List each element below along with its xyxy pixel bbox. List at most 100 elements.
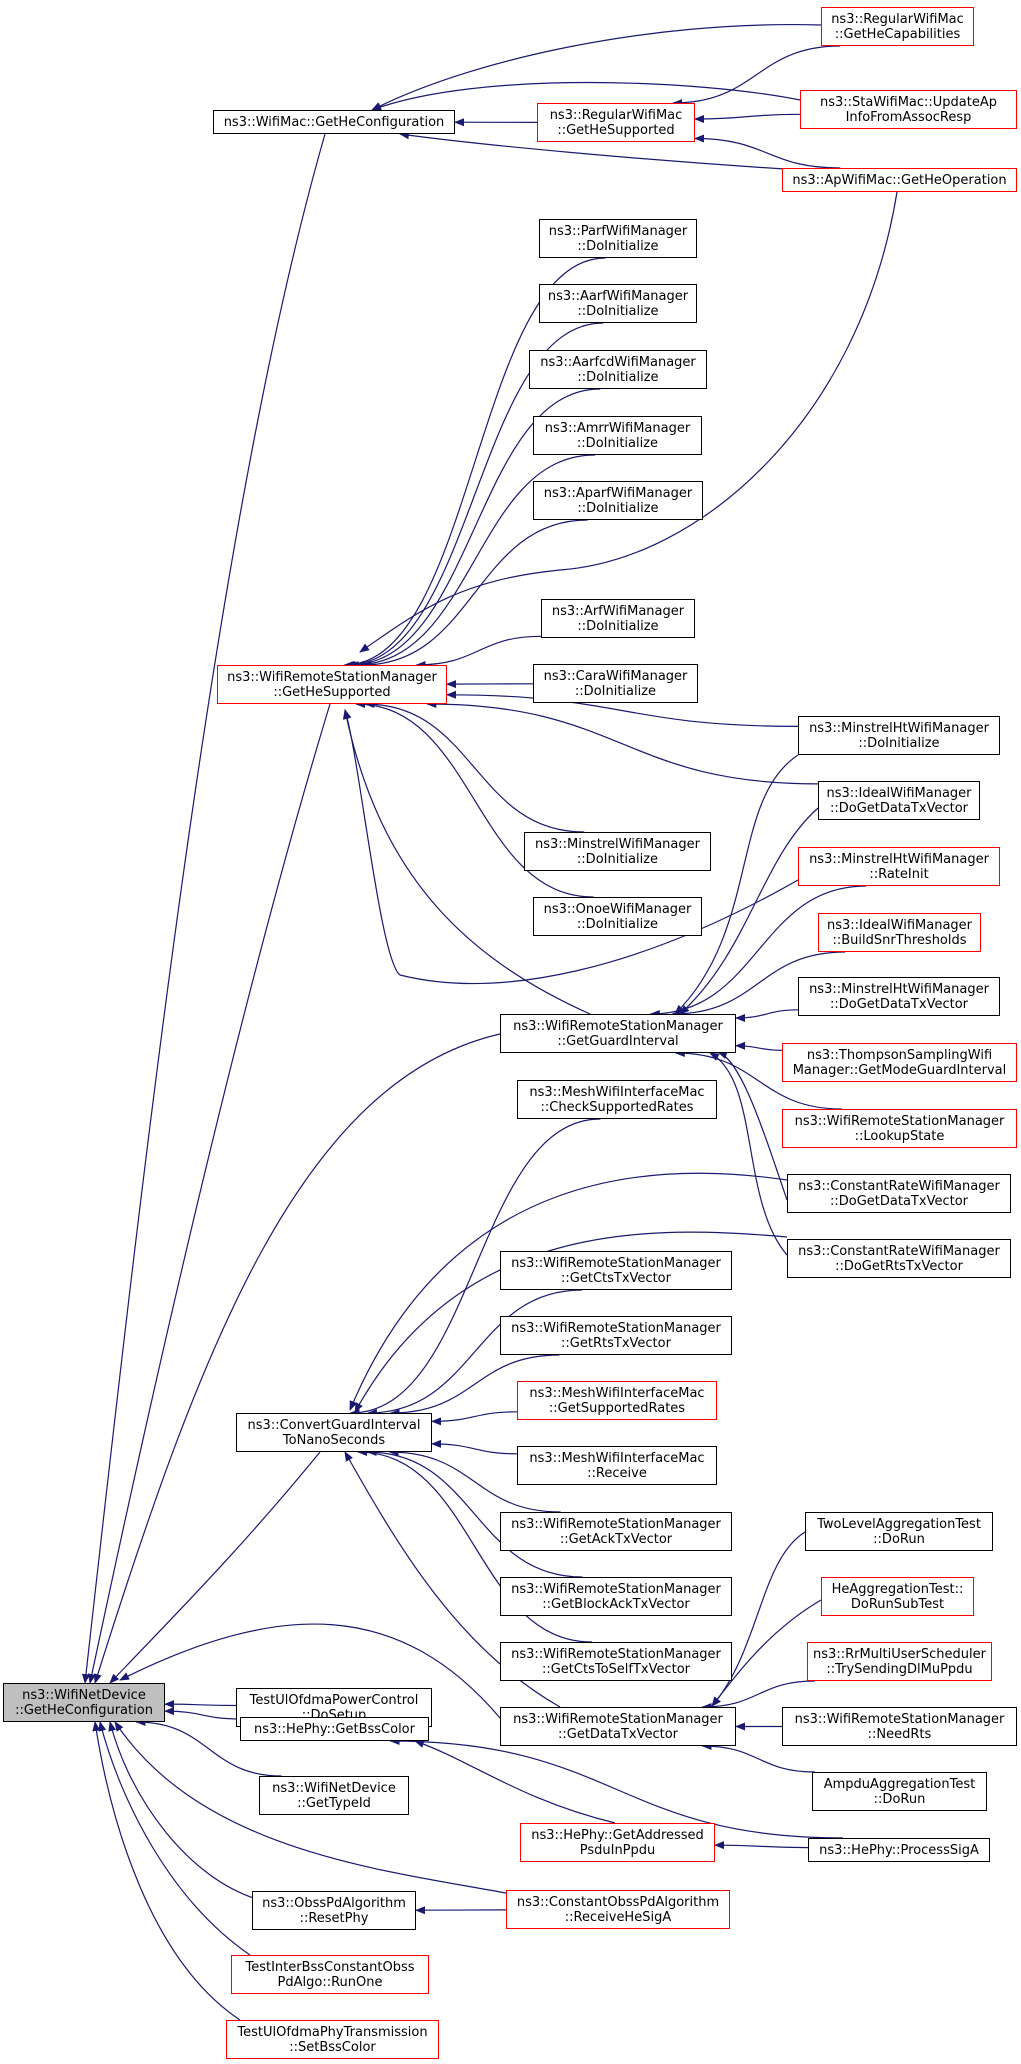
node-label-line: ::GetDataTxVector	[557, 1726, 679, 1742]
node-minstrel-init[interactable]: ns3::MinstrelWifiManager::DoInitialize	[524, 832, 711, 871]
node-label-line: ns3::ApWifiMac::GetHeOperation	[792, 172, 1007, 188]
node-hephy-processsiga[interactable]: ns3::HePhy::ProcessSigA	[808, 1838, 990, 1862]
node-wrsm-getctstoself[interactable]: ns3::WifiRemoteStationManager::GetCtsToS…	[500, 1642, 732, 1681]
node-wrsm-hesup[interactable]: ns3::WifiRemoteStationManager::GetHeSupp…	[217, 665, 447, 704]
node-constrate-getdata[interactable]: ns3::ConstantRateWifiManager::DoGetDataT…	[787, 1174, 1011, 1213]
call-edge-ideal_getdata-to-wrsm_guard	[679, 807, 819, 1015]
node-cara[interactable]: ns3::CaraWifiManager::DoInitialize	[533, 664, 698, 703]
call-edge-ap_heop-to-wrsm_hesup	[359, 191, 898, 653]
node-hephy-bsscolor[interactable]: ns3::HePhy::GetBssColor	[240, 1717, 429, 1741]
node-parf[interactable]: ns3::ParfWifiManager::DoInitialize	[539, 219, 697, 258]
call-edge-minstrelht_init-to-wrsm_hesup	[446, 690, 799, 727]
node-rrmulti[interactable]: ns3::RrMultiUserScheduler::TrySendingDlM…	[807, 1642, 992, 1681]
node-label-line: ::SetBssColor	[289, 2039, 376, 2055]
node-label-line: ns3::AarfcdWifiManager	[540, 354, 696, 370]
node-label-line: ::ResetPhy	[299, 1910, 369, 1926]
node-minstrelht-getdata[interactable]: ns3::MinstrelHtWifiManager::DoGetDataTxV…	[798, 977, 1000, 1016]
node-label-line: ns3::HePhy::GetBssColor	[254, 1721, 415, 1737]
node-label-line: ns3::RegularWifiMac	[831, 11, 964, 27]
node-obss-reset[interactable]: ns3::ObssPdAlgorithm::ResetPhy	[252, 1891, 416, 1930]
node-label-line: ::BuildSnrThresholds	[832, 932, 967, 948]
node-ap-heop[interactable]: ns3::ApWifiMac::GetHeOperation	[782, 168, 1017, 192]
node-ideal-buildsnr[interactable]: ns3::IdealWifiManager::BuildSnrThreshold…	[818, 913, 981, 952]
node-constobss-recv[interactable]: ns3::ConstantObssPdAlgorithm::ReceiveHeS…	[506, 1890, 730, 1929]
node-label-line: ::GetHeCapabilities	[834, 26, 961, 42]
node-wrsm-needrts[interactable]: ns3::WifiRemoteStationManager::NeedRts	[782, 1707, 1017, 1746]
node-minstrelht-init[interactable]: ns3::MinstrelHtWifiManager::DoInitialize	[798, 716, 1000, 755]
call-edge-minstrelht_init-to-wrsm_guard	[674, 754, 799, 1015]
call-edge-constrate_getrts-to-convert_guard	[354, 1231, 788, 1413]
call-edge-wrsm_hesup-to-root	[87, 703, 331, 1684]
node-wrsm-getrts[interactable]: ns3::WifiRemoteStationManager::GetRtsTxV…	[500, 1316, 732, 1355]
node-label-line: ::GetAckTxVector	[559, 1531, 673, 1547]
node-aarf[interactable]: ns3::AarfWifiManager::DoInitialize	[539, 284, 697, 323]
node-mesh-checkrates[interactable]: ns3::MeshWifiInterfaceMac::CheckSupporte…	[517, 1080, 717, 1119]
node-wrsm-getblockack[interactable]: ns3::WifiRemoteStationManager::GetBlockA…	[500, 1577, 732, 1616]
node-heagg[interactable]: HeAggregationTest::DoRunSubTest	[821, 1577, 974, 1616]
call-edge-rrmulti-to-wrsm_getdata	[701, 1680, 816, 1711]
node-regmac-hesup[interactable]: ns3::RegularWifiMac::GetHeSupported	[537, 103, 695, 142]
node-onoe[interactable]: ns3::OnoeWifiManager::DoInitialize	[533, 897, 702, 936]
call-edge-ulofdma_power-to-root	[164, 1700, 237, 1709]
node-label-line: ns3::MinstrelHtWifiManager	[809, 851, 989, 867]
node-label-line: ns3::CaraWifiManager	[543, 668, 688, 684]
node-label-line: ns3::ArfWifiManager	[551, 603, 685, 619]
node-arf[interactable]: ns3::ArfWifiManager::DoInitialize	[541, 599, 695, 638]
node-aarfcd[interactable]: ns3::AarfcdWifiManager::DoInitialize	[529, 350, 707, 389]
node-minstrelht-rateinit[interactable]: ns3::MinstrelHtWifiManager::RateInit	[798, 847, 1000, 886]
node-wrsm-getack[interactable]: ns3::WifiRemoteStationManager::GetAckTxV…	[500, 1512, 732, 1551]
call-edge-wrsm_getrts-to-convert_guard	[389, 1354, 560, 1417]
node-label-line: ns3::HePhy::GetAddressed	[531, 1827, 704, 1843]
node-wrsm-lookup[interactable]: ns3::WifiRemoteStationManager::LookupSta…	[782, 1109, 1017, 1148]
node-wrsm-guard[interactable]: ns3::WifiRemoteStationManager::GetGuardI…	[500, 1014, 736, 1053]
call-edge-hephy_bsscolor-to-root	[164, 1707, 241, 1720]
call-edge-ap_heop-to-regmac_hesup	[694, 134, 841, 169]
node-ampdu[interactable]: AmpduAggregationTest::DoRun	[812, 1772, 987, 1811]
call-edge-heagg-to-wrsm_getdata	[711, 1599, 822, 1707]
node-label-line: ::DoRun	[873, 1531, 925, 1547]
node-label-line: ns3::ThompsonSamplingWifi	[806, 1047, 993, 1063]
node-wifimac-gethe[interactable]: ns3::WifiMac::GetHeConfiguration	[213, 110, 455, 134]
node-regmac-hecap[interactable]: ns3::RegularWifiMac::GetHeCapabilities	[821, 7, 974, 46]
node-aparf[interactable]: ns3::AparfWifiManager::DoInitialize	[533, 481, 703, 520]
node-mesh-receive[interactable]: ns3::MeshWifiInterfaceMac::Receive	[517, 1446, 717, 1485]
node-wrsm-getdata[interactable]: ns3::WifiRemoteStationManager::GetDataTx…	[500, 1707, 736, 1746]
node-label-line: ns3::HePhy::ProcessSigA	[819, 1842, 979, 1858]
call-edge-wrsm_getblockack-to-convert_guard	[366, 1448, 583, 1578]
node-label-line: ::DoInitialize	[574, 683, 657, 699]
node-label-line: ns3::IdealWifiManager	[826, 917, 973, 933]
node-ulofdma-phy[interactable]: TestUlOfdmaPhyTransmission::SetBssColor	[226, 2020, 439, 2059]
node-ideal-getdata[interactable]: ns3::IdealWifiManager::DoGetDataTxVector	[818, 781, 980, 820]
node-label-line: ns3::WifiRemoteStationManager	[513, 1018, 723, 1034]
node-label-line: ::DoInitialize	[577, 303, 659, 319]
node-label-line: InfoFromAssocResp	[845, 109, 972, 125]
node-label-line: ::DoInitialize	[858, 735, 940, 751]
node-label-line: ns3::ConstantRateWifiManager	[798, 1178, 1000, 1194]
node-label-line: ns3::WifiRemoteStationManager	[511, 1516, 721, 1532]
node-root: ns3::WifiNetDevice::GetHeConfiguration	[3, 1683, 165, 1722]
call-edge-constobss_recv-to-root	[114, 1721, 507, 1894]
node-label-line: DoRunSubTest	[850, 1596, 945, 1612]
node-label-line: ns3::MinstrelHtWifiManager	[809, 981, 989, 997]
node-label-line: ::GetHeSupported	[273, 684, 391, 700]
node-twolevel[interactable]: TwoLevelAggregationTest::DoRun	[805, 1512, 993, 1551]
node-constrate-getrts[interactable]: ns3::ConstantRateWifiManager::DoGetRtsTx…	[787, 1239, 1011, 1278]
call-edge-aarf-to-wrsm_hesup	[345, 322, 604, 669]
call-edge-ideal_getdata-to-wrsm_hesup	[426, 700, 819, 785]
call-edge-minstrelht_getdata-to-wrsm_guard	[735, 1009, 799, 1022]
node-wnd-typeid[interactable]: ns3::WifiNetDevice::GetTypeId	[259, 1776, 409, 1815]
node-wrsm-getcts[interactable]: ns3::WifiRemoteStationManager::GetCtsTxV…	[500, 1251, 732, 1290]
call-edge-wrsm_getdata-to-root	[119, 1623, 501, 1719]
node-mesh-getrates[interactable]: ns3::MeshWifiInterfaceMac::GetSupportedR…	[517, 1381, 717, 1420]
call-edge-obss_reset-to-root	[108, 1721, 261, 1901]
node-label-line: ns3::ParfWifiManager	[548, 223, 688, 239]
call-edge-mesh_getrates-to-convert_guard	[431, 1411, 518, 1426]
node-label-line: ::DoGetRtsTxVector	[835, 1258, 963, 1274]
node-amrr[interactable]: ns3::AmrrWifiManager::DoInitialize	[533, 416, 702, 455]
call-edge-minstrelht_rateinit-to-wrsm_hesup	[343, 709, 799, 985]
